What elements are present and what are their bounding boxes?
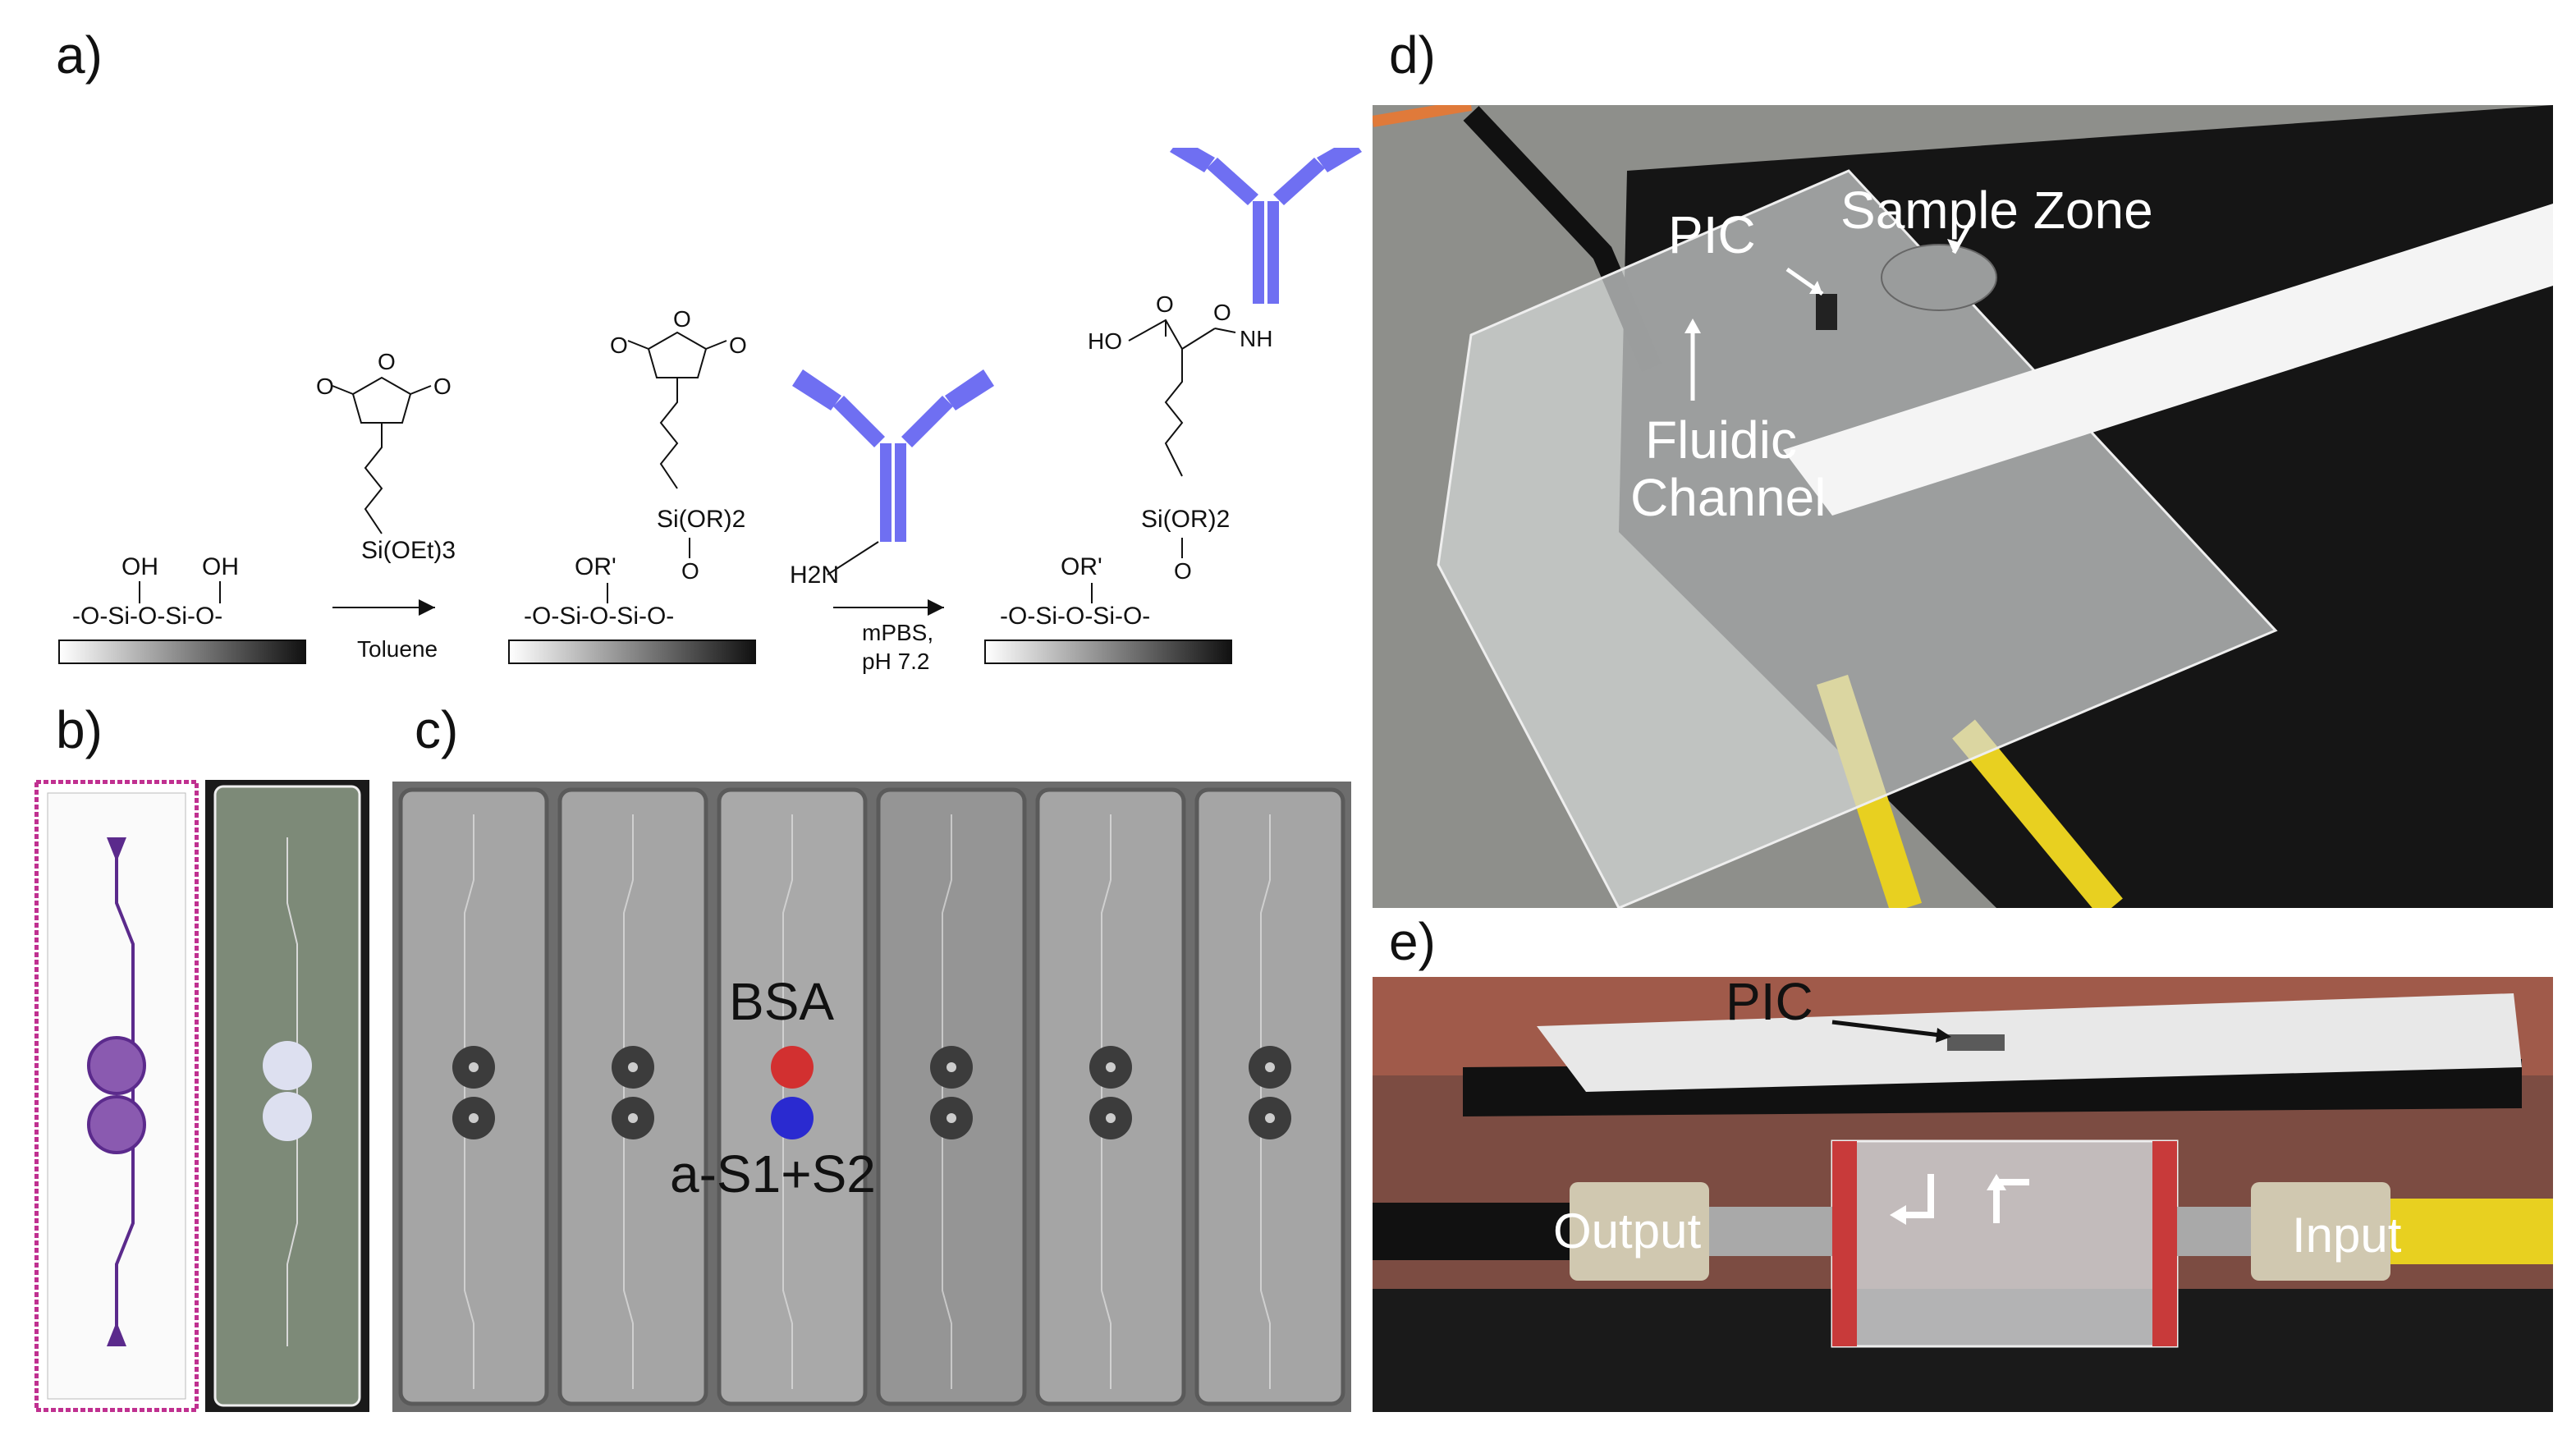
o-int-3: O (729, 332, 747, 358)
ring-resonator-1 (87, 1036, 146, 1095)
chip-2 (557, 787, 708, 1406)
antibody-bound-icon (1170, 148, 1362, 304)
device-photo-e: PIC Output Input (1373, 977, 2553, 1412)
chip-1 (398, 787, 549, 1406)
o-link-1: O (681, 558, 699, 584)
silane-anhydride (332, 376, 432, 534)
ho-label: HO (1088, 328, 1122, 354)
ring-resonator-photo-2 (263, 1092, 312, 1141)
fluidic-slide (1437, 169, 2278, 908)
fiber-holder (1831, 1139, 2179, 1348)
surface-chain-3: -O-Si-O-Si-O- (1000, 603, 1150, 630)
toluene-label: Toluene (357, 636, 438, 662)
output-connector (1570, 1182, 1709, 1281)
channel-label: Channel (1630, 468, 1826, 527)
mpbs-label: mPBS, (862, 620, 933, 645)
surface-chain-1: -O-Si-O-Si-O- (72, 603, 222, 630)
a-s1-s2-spot (771, 1097, 814, 1139)
o-ring-1: O (378, 349, 396, 374)
or-prime-2: OR' (1061, 553, 1102, 580)
panel-label-c: c) (415, 700, 459, 759)
chip-array-photo-c: BSA a-S1+S2 (392, 782, 1351, 1412)
chip-3 (717, 787, 868, 1406)
silane-label: Si(OEt)3 (361, 537, 456, 564)
bsa-label: BSA (729, 972, 834, 1031)
surface-chain-2: -O-Si-O-Si-O- (524, 603, 674, 630)
pic-chip-e (1947, 1034, 2005, 1051)
white-strip (1783, 204, 2553, 516)
chip-4 (876, 787, 1027, 1406)
silica-surface-2 (508, 640, 756, 664)
silane-product-label-2: Si(OR)2 (1141, 506, 1230, 533)
product-structure (1091, 319, 1236, 603)
device-photo-d: PIC Sample Zone Fluidic Channel (1373, 105, 2553, 908)
h2n-label: H2N (790, 562, 839, 589)
input-connector (2251, 1182, 2390, 1281)
panel-label-b: b) (56, 700, 103, 759)
nh-label: NH (1240, 326, 1272, 351)
o-prod-1: O (1156, 291, 1174, 317)
intermediate-structure (607, 331, 727, 603)
ph-label: pH 7.2 (862, 649, 930, 674)
o-prod-2: O (1213, 300, 1231, 325)
oh-label-2: OH (202, 553, 239, 580)
pic-chip (1816, 294, 1837, 330)
or-prime-1: OR' (575, 553, 616, 580)
silica-surface-1 (58, 640, 306, 664)
sample-zone-label: Sample Zone (1840, 181, 2153, 240)
glass-slide-e (1537, 993, 2522, 1092)
antibody-reagent-icon (792, 369, 994, 542)
panel-label-d: d) (1389, 25, 1436, 85)
bsa-spot (771, 1046, 814, 1089)
ring-resonator-2 (87, 1095, 146, 1154)
fluidic-label: Fluidic (1645, 410, 1797, 470)
ring-resonator-photo-1 (263, 1041, 312, 1090)
chip-photo-b (205, 780, 369, 1412)
output-label: Output (1553, 1203, 1701, 1258)
reaction-scheme: OH OH -O-Si-O-Si-O- O O O Si(OEt)3 Tolue… (58, 148, 1362, 674)
input-label: Input (2292, 1208, 2402, 1263)
o-int-1: O (610, 332, 628, 358)
panel-label-e: e) (1389, 912, 1436, 971)
pic-label-e: PIC (1726, 977, 1813, 1031)
o-int-2: O (673, 306, 691, 332)
pic-label-d: PIC (1668, 205, 1756, 264)
sample-zone-disk (1881, 244, 1997, 311)
oh-label-1: OH (121, 553, 158, 580)
o-carbonyl-2: O (433, 374, 451, 399)
o-link-2: O (1174, 558, 1192, 584)
chip-layout-drawing (34, 780, 199, 1412)
chip-6 (1194, 787, 1345, 1406)
a-s1-s2-label: a-S1+S2 (670, 1144, 876, 1203)
silica-surface-3 (984, 640, 1232, 664)
o-carbonyl-1: O (316, 374, 334, 399)
chip-5 (1035, 787, 1186, 1406)
panel-label-a: a) (56, 25, 103, 85)
silane-product-label-1: Si(OR)2 (657, 506, 745, 533)
